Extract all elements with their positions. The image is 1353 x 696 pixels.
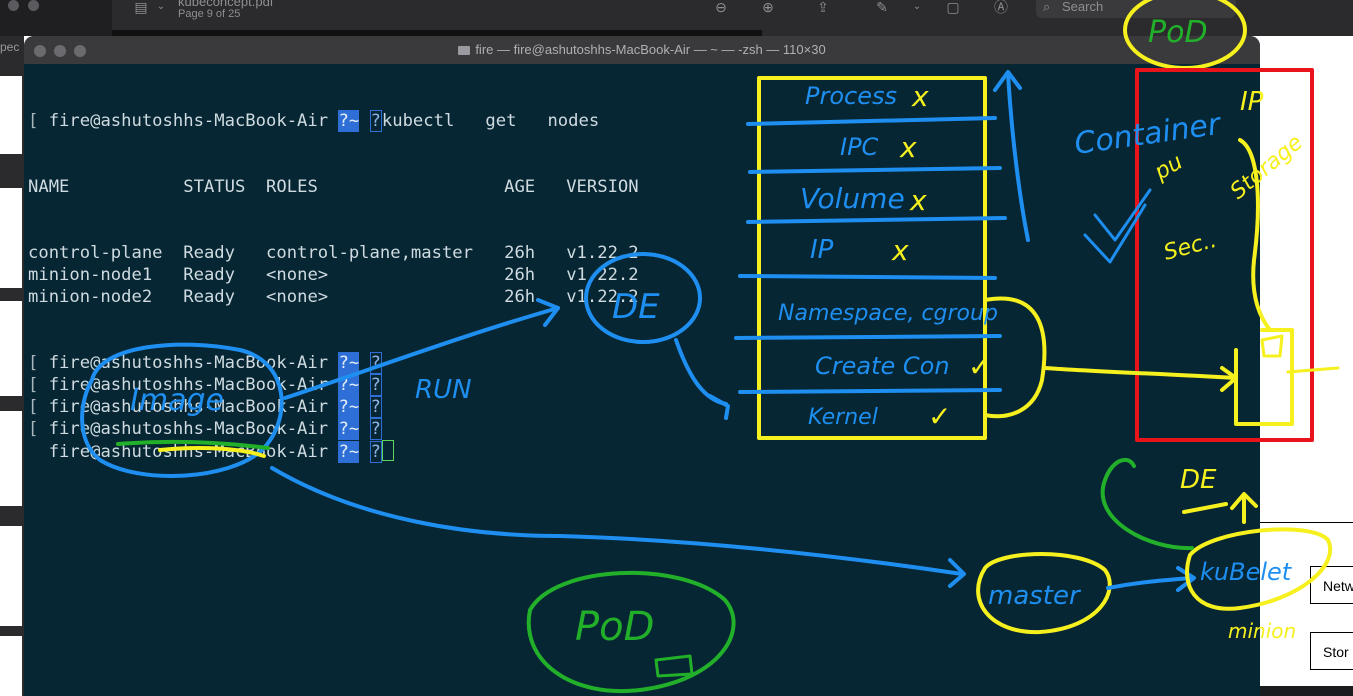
- chevron-down-icon[interactable]: ⌄: [912, 1, 922, 12]
- prompt-glyph: ?: [369, 418, 382, 440]
- chevron-down-icon[interactable]: ⌄: [156, 1, 166, 12]
- table-cell: minion-node1: [28, 265, 153, 285]
- page-thumbnail[interactable]: [0, 526, 22, 626]
- table-header-cell: ROLES: [266, 177, 318, 197]
- table-cell: Ready: [183, 243, 235, 263]
- zoom-button[interactable]: [74, 45, 86, 57]
- pdf-page-heading-strip: [112, 30, 762, 36]
- table-cell: minion-node2: [28, 287, 153, 307]
- prompt-glyph: ?: [369, 396, 382, 418]
- divider: [1258, 522, 1353, 523]
- table-header-cell: AGE: [504, 177, 536, 197]
- search-input[interactable]: ⌕ Search: [1036, 0, 1236, 18]
- prompt-line: [ fire@ashutoshhs-MacBook-Air ?~ ?: [28, 352, 382, 374]
- table-cell: control-plane: [28, 243, 163, 263]
- prompt-glyph: ?: [369, 352, 382, 374]
- prompt-user: fire@ashutoshhs-MacBook-Air: [48, 353, 329, 373]
- table-header: NAME STATUS ROLES AGE VERSION: [28, 176, 649, 198]
- prompt-glyph: ?: [338, 352, 349, 374]
- zoom-out-icon[interactable]: ⊖: [715, 0, 727, 15]
- terminal-cursor[interactable]: [381, 440, 394, 461]
- table-cell: v1.22.2: [566, 287, 639, 307]
- table-cell: 26h: [504, 287, 536, 307]
- pdf-thumbnail-sidebar: pec: [0, 36, 24, 696]
- page-thumbnail[interactable]: [0, 301, 22, 396]
- terminal-titlebar: fire — fire@ashutoshhs-MacBook-Air — ~ —…: [24, 36, 1260, 64]
- page-indicator: Page 9 of 25: [178, 8, 241, 20]
- table-cell: control-plane,master: [266, 243, 474, 263]
- share-icon[interactable]: ⇪: [817, 0, 829, 15]
- prompt-line: [ fire@ashutoshhs-MacBook-Air ?~ ?: [28, 396, 382, 418]
- prompt-dir: ~: [348, 352, 360, 374]
- page-thumbnail[interactable]: [0, 188, 22, 288]
- zoom-in-icon[interactable]: ⊕: [762, 0, 774, 15]
- terminal-output[interactable]: [ fire@ashutoshhs-MacBook-Air ?~ ? kubect…: [28, 66, 649, 506]
- pdf-diagram-box-storage: Stor: [1310, 632, 1353, 670]
- terminal-title-text: fire — fire@ashutoshhs-MacBook-Air — ~ —…: [475, 42, 826, 57]
- table-cell: 26h: [504, 265, 536, 285]
- table-cell: <none>: [266, 265, 329, 285]
- prompt-user: fire@ashutoshhs-MacBook-Air: [48, 397, 329, 417]
- sidebar-toggle-icon[interactable]: ▤: [134, 0, 148, 15]
- markup-icon[interactable]: ✎: [876, 0, 888, 15]
- table-row: control-plane Ready control-plane,master 26…: [28, 242, 649, 264]
- table-cell: v1.22.2: [566, 243, 639, 263]
- prompt-dir: ~: [348, 418, 360, 440]
- search-icon: ⌕: [1043, 0, 1051, 14]
- prompt-user: fire@ashutoshhs-MacBook-Air: [48, 375, 329, 395]
- table-row: minion-node1 Ready <none> 26h v1.22.2: [28, 264, 649, 286]
- table-cell: Ready: [183, 265, 235, 285]
- prompt-glyph: ?: [338, 441, 349, 463]
- prompt-glyph: ?: [369, 441, 382, 463]
- sidebar-label: pec: [0, 40, 20, 54]
- prompt-dir: ~: [348, 396, 360, 418]
- prompt-glyph: ?: [369, 374, 382, 396]
- minimize-button[interactable]: [28, 0, 39, 11]
- prompt-glyph: ?: [338, 418, 349, 440]
- prompt-line: fire@ashutoshhs-MacBook-Air ?~ ?: [28, 440, 649, 463]
- prompt-user: fire@ashutoshhs-MacBook-Air: [48, 419, 329, 439]
- table-header-cell: STATUS: [183, 177, 246, 197]
- prompt-glyph: ?: [338, 396, 349, 418]
- prompt-glyph: ?: [369, 110, 382, 132]
- table-row: minion-node2 Ready <none> 26h v1.22.2: [28, 286, 649, 308]
- table-cell: 26h: [504, 243, 536, 263]
- pdf-diagram-box-network: Netw: [1310, 566, 1353, 604]
- search-placeholder: Search: [1062, 0, 1104, 14]
- page-thumbnail[interactable]: [0, 411, 22, 506]
- window-icon[interactable]: ▢: [946, 0, 960, 15]
- command-text: kubectl get nodes: [381, 111, 600, 131]
- prompt-dir: ~: [348, 441, 360, 463]
- prompt-user: fire@ashutoshhs-MacBook-Air: [48, 111, 329, 131]
- annotate-icon[interactable]: Ⓐ: [994, 0, 1008, 15]
- document-title: kubeconcept.pdf: [178, 0, 274, 9]
- prompt-line: [ fire@ashutoshhs-MacBook-Air ?~ ?: [28, 374, 382, 396]
- pdf-window-controls: [0, 0, 112, 36]
- page-thumbnail[interactable]: [0, 76, 22, 154]
- prompt-line: [ fire@ashutoshhs-MacBook-Air ?~ ?: [28, 418, 382, 440]
- table-cell: v1.22.2: [566, 265, 639, 285]
- page-thumbnail[interactable]: [0, 636, 22, 696]
- prompt-user: fire@ashutoshhs-MacBook-Air: [48, 442, 329, 462]
- dock-strip: [1242, 686, 1353, 696]
- prompt-dir: ~: [348, 110, 360, 132]
- minimize-button[interactable]: [54, 45, 66, 57]
- terminal-title: fire — fire@ashutoshhs-MacBook-Air — ~ —…: [24, 36, 1260, 64]
- table-header-cell: NAME: [28, 177, 70, 197]
- terminal-window[interactable]: fire — fire@ashutoshhs-MacBook-Air — ~ —…: [24, 36, 1260, 696]
- prompt-glyph: ?: [338, 374, 349, 396]
- table-cell: Ready: [183, 287, 235, 307]
- prompt-dir: ~: [348, 374, 360, 396]
- close-button[interactable]: [8, 0, 19, 11]
- close-button[interactable]: [34, 45, 46, 57]
- folder-icon: [458, 46, 471, 55]
- table-header-cell: VERSION: [566, 177, 639, 197]
- table-cell: <none>: [266, 287, 329, 307]
- prompt-glyph: ?: [338, 110, 349, 132]
- command-line: [ fire@ashutoshhs-MacBook-Air ?~ ?kubect…: [28, 110, 600, 132]
